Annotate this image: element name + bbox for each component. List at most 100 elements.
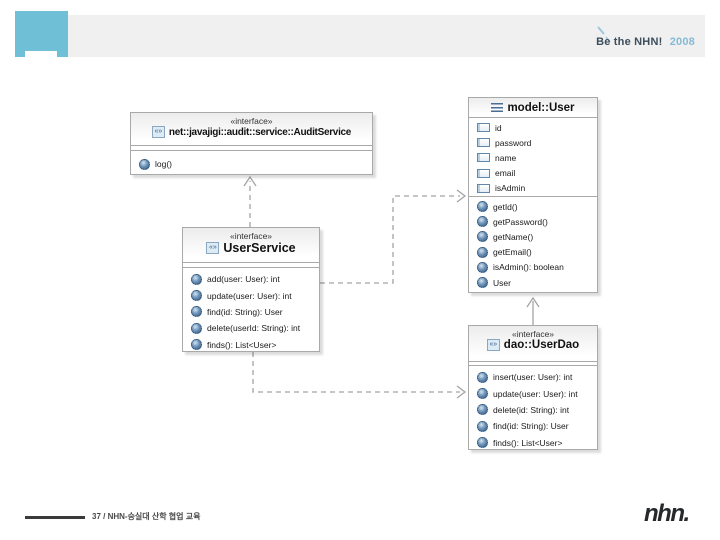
method-icon xyxy=(191,290,202,302)
dependency-arrow-userservice-to-auditservice xyxy=(243,175,257,227)
interface-icon xyxy=(206,242,220,254)
method-row: log() xyxy=(131,154,372,174)
brand-text: Be the NHN! xyxy=(596,36,663,48)
class-name: UserService xyxy=(223,241,296,255)
method-label: getName() xyxy=(493,231,534,242)
field-icon xyxy=(477,138,490,148)
method-icon xyxy=(477,231,488,243)
field-label: email xyxy=(495,168,516,179)
field-label: name xyxy=(495,152,517,163)
field-icon xyxy=(477,153,490,163)
class-name: dao::UserDao xyxy=(503,339,580,351)
method-label: update(user: User): int xyxy=(493,388,578,399)
method-icon xyxy=(191,322,202,334)
method-label: find(id: String): User xyxy=(207,306,283,317)
method-icon xyxy=(191,339,202,351)
method-label: getId() xyxy=(493,201,518,212)
field-label: isAdmin xyxy=(495,183,526,194)
footer-page-info: 37 / NHN-숭실대 산학 협업 교육 xyxy=(92,512,201,521)
method-label: delete(userId: String): int xyxy=(207,323,301,334)
method-label: add(user: User): int xyxy=(207,274,280,285)
field-row: id xyxy=(469,120,597,135)
method-label: isAdmin(): boolean xyxy=(493,262,564,273)
method-label: find(id: String): User xyxy=(493,421,569,432)
fields-compartment: id password name email isAdmin xyxy=(469,118,597,196)
method-icon xyxy=(477,404,488,416)
method-row: getPassword() xyxy=(469,214,597,229)
interface-icon xyxy=(151,126,165,138)
method-icon xyxy=(477,437,488,449)
attributes-compartment-empty xyxy=(469,362,597,366)
method-row: find(id: String): User xyxy=(183,304,319,320)
stereotype-label: «interface» xyxy=(229,231,273,241)
method-icon xyxy=(477,216,488,228)
method-label: update(user: User): int xyxy=(207,290,292,301)
class-box-model-user: model::User id password name email xyxy=(468,97,598,293)
nhn-logo: nhn. xyxy=(644,500,690,527)
field-row: isAdmin xyxy=(469,181,597,196)
method-icon xyxy=(139,158,150,170)
brand-swoosh-icon xyxy=(597,26,611,43)
method-label: finds(): List<User> xyxy=(207,339,277,350)
method-row: getId() xyxy=(469,199,597,214)
header-accent-notch xyxy=(25,51,57,57)
compartment-separator xyxy=(469,196,597,197)
method-row: update(user: User): int xyxy=(469,385,597,401)
method-icon xyxy=(191,306,202,318)
class-title: model::User xyxy=(469,98,597,118)
field-row: name xyxy=(469,150,597,165)
method-label: User xyxy=(493,277,511,288)
method-row: finds(): List<User> xyxy=(183,337,319,353)
field-icon xyxy=(477,168,490,178)
field-icon xyxy=(477,183,490,193)
footer-accent-line xyxy=(25,516,85,519)
method-label: log() xyxy=(155,159,173,169)
brand-tagline: Be the NHN! 2008 xyxy=(596,36,695,48)
method-row: insert(user: User): int xyxy=(469,369,597,385)
method-label: finds(): List<User> xyxy=(493,437,563,448)
method-row: getEmail() xyxy=(469,245,597,260)
class-name: model::User xyxy=(507,101,575,114)
method-row: update(user: User): int xyxy=(183,287,319,303)
class-title: «interface» net::javajigi::audit::servic… xyxy=(131,113,372,146)
method-icon xyxy=(477,277,488,289)
method-row: finds(): List<User> xyxy=(469,435,597,451)
method-icon xyxy=(477,201,488,213)
method-label: insert(user: User): int xyxy=(493,372,573,383)
method-row: add(user: User): int xyxy=(183,271,319,287)
method-row: delete(id: String): int xyxy=(469,402,597,418)
association-arrow-userdao-to-user xyxy=(526,296,540,325)
method-row: find(id: String): User xyxy=(469,418,597,434)
method-icon xyxy=(477,246,488,258)
methods-compartment: insert(user: User): int update(user: Use… xyxy=(469,366,597,451)
field-icon xyxy=(477,123,490,133)
method-label: getEmail() xyxy=(493,247,532,258)
field-label: password xyxy=(495,137,532,148)
brand-year: 2008 xyxy=(669,36,695,48)
class-box-auditservice: «interface» net::javajigi::audit::servic… xyxy=(130,112,373,175)
method-row: delete(userId: String): int xyxy=(183,320,319,336)
field-row: password xyxy=(469,135,597,150)
field-row: email xyxy=(469,166,597,181)
method-icon xyxy=(477,371,488,383)
class-title: «interface» dao::UserDao xyxy=(469,326,597,362)
class-title: «interface» UserService xyxy=(183,228,319,263)
method-icon xyxy=(477,420,488,432)
dependency-arrow-userservice-to-user xyxy=(320,189,467,284)
class-box-userdao: «interface» dao::UserDao insert(user: Us… xyxy=(468,325,598,450)
class-box-userservice: «interface» UserService add(user: User):… xyxy=(182,227,320,352)
method-icon xyxy=(477,261,488,273)
method-row: isAdmin(): boolean xyxy=(469,260,597,275)
method-label: getPassword() xyxy=(493,216,548,227)
class-icon xyxy=(491,102,504,113)
attributes-compartment-empty xyxy=(183,263,319,268)
method-icon xyxy=(477,388,488,400)
method-row: getName() xyxy=(469,229,597,244)
attributes-compartment-empty xyxy=(131,146,372,151)
stereotype-label: «interface» xyxy=(511,329,555,339)
method-row: User xyxy=(469,275,597,290)
class-name: net::javajigi::audit::service::AuditServ… xyxy=(168,126,352,138)
method-label: delete(id: String): int xyxy=(493,404,570,415)
